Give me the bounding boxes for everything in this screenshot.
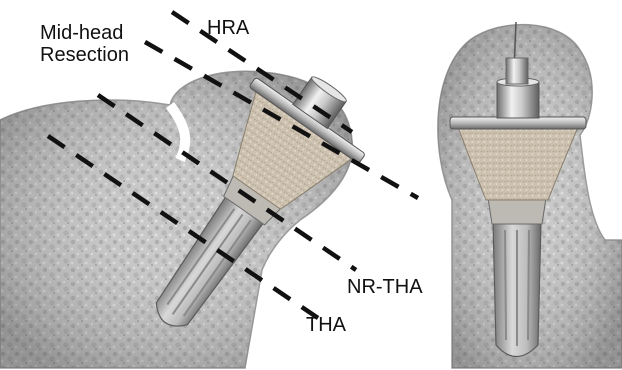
mid-head-label: Mid-head bbox=[40, 22, 123, 44]
tha-label: THA bbox=[306, 314, 346, 336]
resection-label: Resection bbox=[40, 44, 129, 66]
hra-label: HRA bbox=[207, 17, 249, 39]
nr-tha-label: NR-THA bbox=[347, 276, 423, 298]
